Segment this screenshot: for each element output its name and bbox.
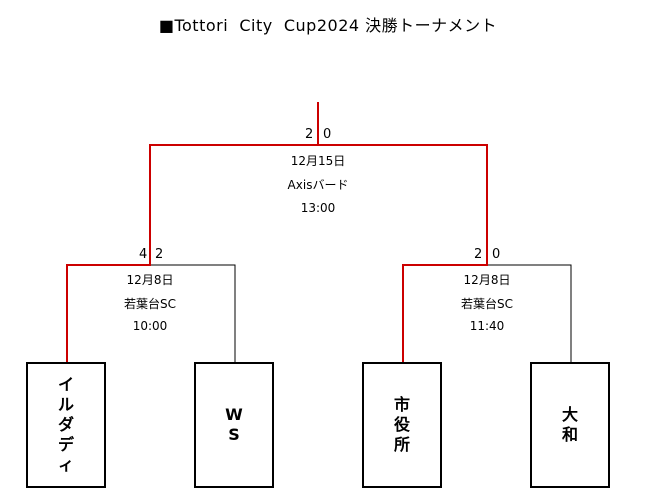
semi-left-score-right: 2 — [155, 247, 164, 262]
semi-left-date: 12月8日 — [126, 273, 174, 287]
team-name: イルダディ — [57, 375, 74, 474]
semi-left-venue: 若葉台SC — [124, 297, 176, 311]
team-box-4: 大和 — [530, 362, 610, 488]
page-title: ■Tottori City Cup2024 決勝トーナメント — [158, 16, 498, 35]
semi-right-date: 12月8日 — [463, 273, 511, 287]
final-time: 13:00 — [300, 201, 336, 215]
team-name: 大和 — [561, 405, 578, 444]
semi-left-score-left: 4 — [139, 247, 148, 262]
final-venue: Axisバード — [287, 178, 349, 192]
line-shiyakusho — [318, 144, 488, 362]
semi-left-time: 10:00 — [132, 319, 168, 333]
team-name: 市役所 — [393, 395, 410, 454]
final-score-left: 2 — [305, 127, 314, 142]
semi-right-time: 11:40 — [469, 319, 505, 333]
final-score-right: 0 — [323, 127, 332, 142]
semi-right-venue: 若葉台SC — [461, 297, 513, 311]
team-name: WS — [225, 405, 243, 444]
final-date: 12月15日 — [290, 154, 346, 168]
line-ws — [150, 264, 236, 362]
line-daiwa — [487, 264, 572, 362]
semi-right-score-left: 2 — [474, 247, 483, 262]
team-box-1: イルダディ — [26, 362, 106, 488]
semi-right-score-right: 0 — [492, 247, 501, 262]
team-box-2: WS — [194, 362, 274, 488]
line-iruda — [66, 144, 318, 362]
team-box-3: 市役所 — [362, 362, 442, 488]
